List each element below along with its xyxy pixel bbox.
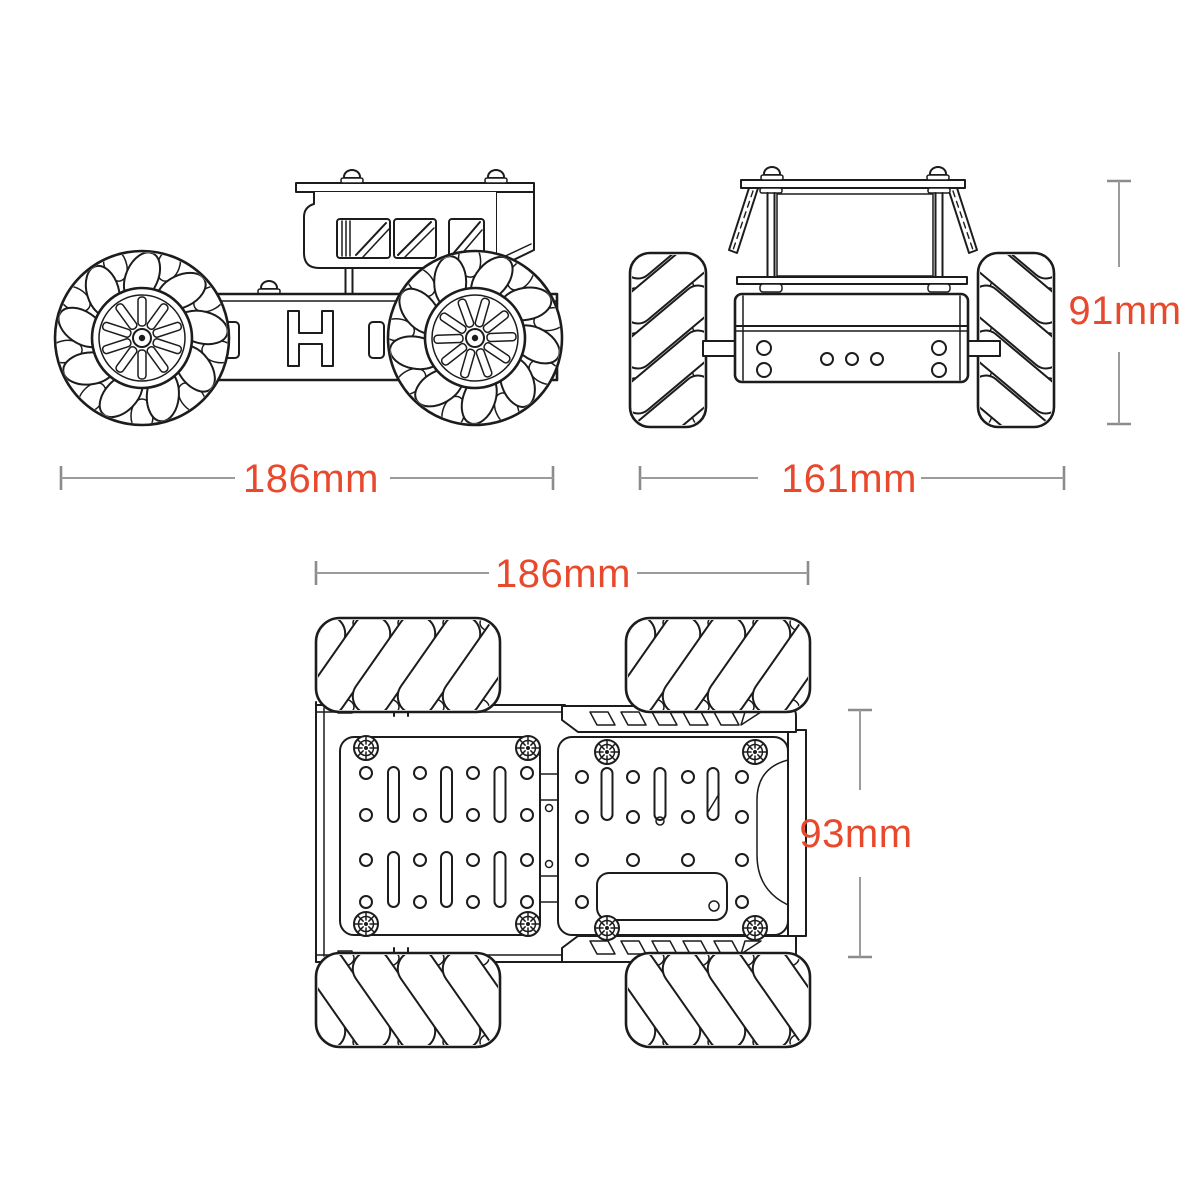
dimension-top-width: 186mm <box>314 552 810 596</box>
screw-icon <box>594 915 620 941</box>
dimension-top-height-label: 93mm <box>799 812 912 856</box>
dimension-front-height: 91mm <box>1068 179 1181 426</box>
standoff-nut-icon <box>760 166 784 181</box>
top-view <box>256 607 843 1057</box>
screw-icon <box>594 739 620 765</box>
front-top-plate <box>728 166 978 293</box>
screw-icon <box>742 739 768 765</box>
h-cutout <box>287 310 334 367</box>
side-view <box>47 169 593 456</box>
vent-slots <box>336 218 485 259</box>
standoff-nut-icon <box>926 166 950 181</box>
top-wheel-front-left <box>256 607 533 722</box>
standoff-nut-icon <box>257 280 281 295</box>
front-body <box>702 292 1001 384</box>
top-plate-left <box>339 735 541 937</box>
dimension-top-width-label: 186mm <box>495 552 631 596</box>
dimension-front-width: 161mm <box>638 457 1066 501</box>
dimension-front-height-label: 91mm <box>1068 289 1181 333</box>
front-wheel-left <box>616 189 721 464</box>
screw-icon <box>353 735 379 761</box>
battery-cutout <box>596 872 728 921</box>
front-wheel-right <box>964 189 1069 464</box>
standoff-nut-icon <box>484 169 508 184</box>
top-plate-right <box>557 736 789 941</box>
top-wheel-rear-left <box>256 942 533 1057</box>
side-wheel-left <box>47 245 238 433</box>
screw-icon <box>515 735 541 761</box>
front-view <box>616 166 1069 465</box>
dimension-side-width: 186mm <box>59 457 555 501</box>
dimension-side-width-label: 186mm <box>243 457 379 501</box>
screw-icon <box>353 911 379 937</box>
screw-icon <box>742 915 768 941</box>
side-top-plate <box>257 169 535 295</box>
dimension-front-width-label: 161mm <box>781 457 917 501</box>
dimension-top-height: 93mm <box>799 708 912 959</box>
standoff-nut-icon <box>340 169 364 184</box>
screw-icon <box>515 911 541 937</box>
